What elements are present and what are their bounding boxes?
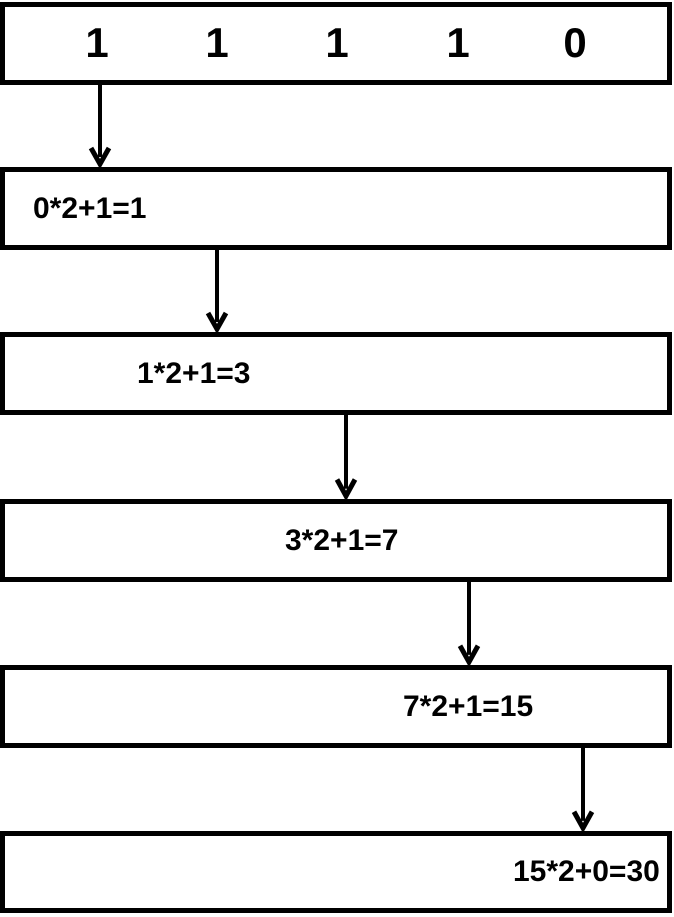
step-box-5: 15*2+0=30 [0, 831, 672, 913]
binary-digit-1: 1 [85, 19, 109, 66]
binary-digit-4: 1 [446, 19, 470, 66]
binary-digit-5: 0 [563, 19, 587, 66]
step-label-3: 3*2+1=7 [285, 523, 399, 557]
down-arrow-icon [88, 85, 112, 167]
down-arrow-icon [205, 250, 229, 332]
step-label-2: 1*2+1=3 [137, 356, 251, 390]
down-arrow-icon [571, 748, 595, 831]
binary-digits-box: 1 1 1 1 0 [0, 2, 672, 85]
step-box-2: 1*2+1=3 [0, 332, 672, 415]
step-box-4: 7*2+1=15 [0, 665, 672, 748]
binary-digit-2: 1 [205, 19, 229, 66]
down-arrow-icon [457, 582, 481, 665]
step-label-5: 15*2+0=30 [513, 855, 660, 888]
binary-digit-3: 1 [325, 19, 349, 66]
step-label-1: 0*2+1=1 [33, 191, 147, 225]
step-box-1: 0*2+1=1 [0, 167, 672, 250]
down-arrow-icon [334, 415, 358, 499]
step-label-4: 7*2+1=15 [403, 689, 534, 723]
step-box-3: 3*2+1=7 [0, 499, 672, 582]
